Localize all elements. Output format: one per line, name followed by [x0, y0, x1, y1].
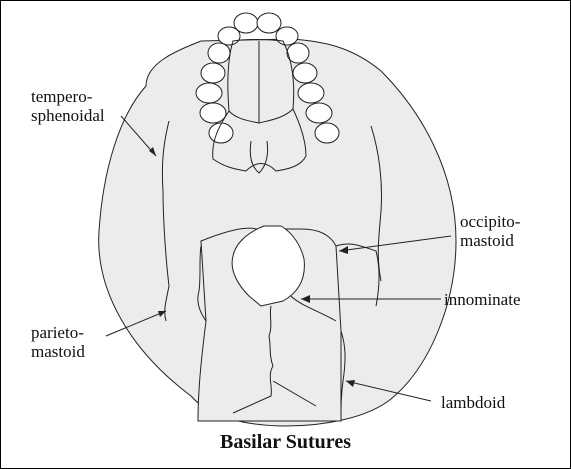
leader-occipito-mastoid [338, 235, 452, 252]
label-tempero-line2: sphenoidal [31, 106, 105, 125]
label-innominate: innominate [444, 290, 521, 309]
palate [227, 39, 295, 124]
label-occipito-line2: mastoid [460, 231, 514, 250]
label-parieto-line2: mastoid [31, 342, 85, 361]
vomer [249, 140, 269, 174]
suture-right-temporal [370, 125, 382, 282]
arrowhead-parieto-mastoid [158, 311, 166, 317]
suture-lambdoid [340, 330, 346, 422]
sphenoid-body [212, 108, 307, 172]
suture-occipito-mastoid [335, 243, 380, 307]
leader-lambdoid [345, 380, 432, 402]
arrowhead-tempero-sphenoidal [149, 147, 156, 156]
arrowhead-innominate [301, 295, 310, 303]
label-parieto-mastoid: parieto- mastoid [31, 323, 85, 361]
label-occipito-line1: occipito- [460, 212, 521, 231]
label-tempero-line1: tempero- [31, 87, 93, 106]
label-occipito-mastoid: occipito- mastoid [460, 212, 520, 250]
diagram-title: Basilar Sutures [220, 431, 351, 453]
leader-tempero-sphenoidal [120, 115, 157, 157]
arrowhead-occipito-mastoid [339, 246, 348, 254]
suture-tempero-sphenoidal [161, 120, 170, 322]
suture-innominate [290, 295, 337, 322]
label-tempero-sphenoidal: tempero- sphenoidal [31, 87, 105, 125]
foramen-magnum [231, 225, 305, 307]
basal-region [197, 227, 342, 422]
label-parieto-line1: parieto- [31, 323, 84, 342]
label-lambdoid: lambdoid [441, 393, 506, 412]
leader-parieto-mastoid [105, 310, 167, 337]
suture-parieto-mastoid [197, 245, 207, 322]
arrowhead-lambdoid [346, 380, 355, 387]
suture-occipital-midline [232, 305, 317, 414]
